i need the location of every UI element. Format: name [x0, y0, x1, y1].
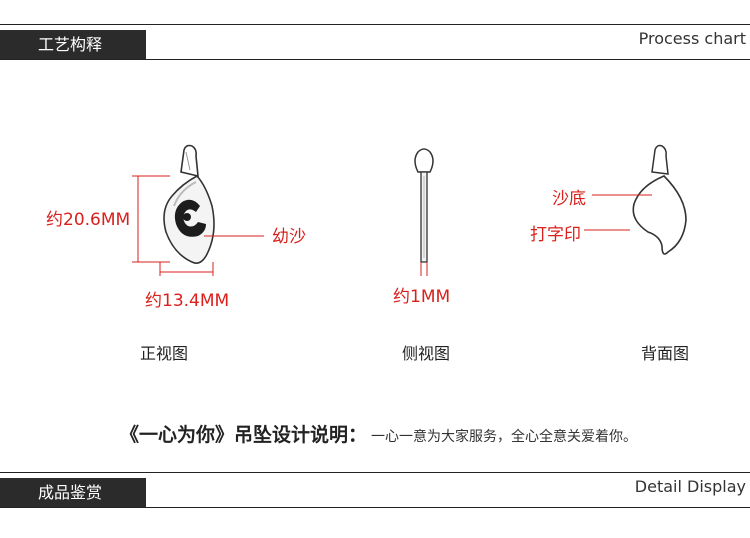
divider: [0, 24, 750, 25]
front-height-dimension: [132, 175, 170, 263]
design-description-text: 一心一意为大家服务，全心全意关爱着你。: [371, 429, 638, 445]
back-engrave-label: 打字印: [530, 225, 581, 245]
back-view-caption: 背面图: [641, 344, 690, 363]
side-view-pendant: [414, 148, 434, 276]
side-view-caption: 侧视图: [402, 344, 451, 363]
back-view-pendant: [584, 144, 687, 255]
front-view-caption: 正视图: [140, 344, 189, 363]
section-title-en: Process chart: [638, 29, 746, 48]
section-title-en: Detail Display: [634, 477, 746, 496]
section-header-detail: 成品鉴赏 Detail Display: [0, 472, 750, 508]
section-tab-process: 工艺构释: [0, 30, 146, 60]
front-height-label: 约20.6MM: [46, 210, 131, 230]
design-description: 《一心为你》吊坠设计说明：一心一意为大家服务，全心全意关爱着你。: [120, 420, 637, 447]
front-view-pendant: [163, 144, 215, 264]
section-tab-detail: 成品鉴赏: [0, 478, 146, 508]
front-width-label: 约13.4MM: [145, 291, 230, 311]
front-finish-label: 幼沙: [272, 227, 306, 247]
section-header-process: 工艺构释 Process chart: [0, 24, 750, 60]
divider: [0, 507, 750, 508]
back-finish-label: 沙底: [552, 189, 586, 209]
divider: [0, 472, 750, 473]
design-description-title: 《一心为你》吊坠设计说明：: [120, 424, 368, 446]
side-thickness-label: 约1MM: [393, 287, 451, 307]
front-width-dimension: [159, 262, 214, 276]
divider: [0, 59, 750, 60]
